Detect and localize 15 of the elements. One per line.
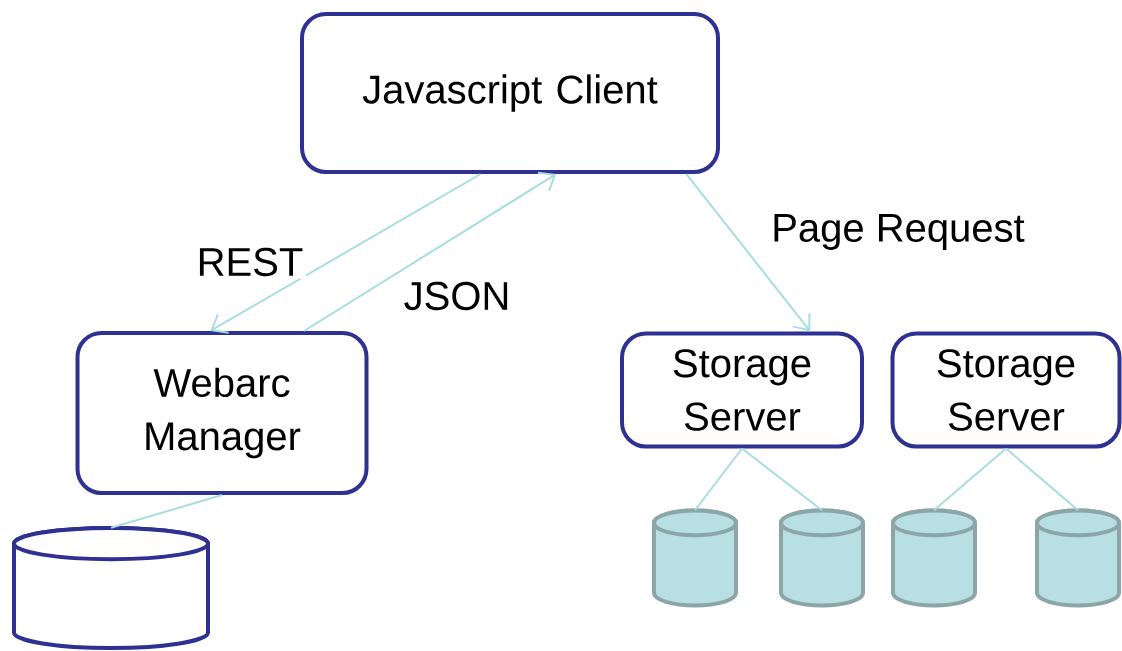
storage-disk <box>1035 508 1121 608</box>
process-box: Storage Server <box>890 331 1122 449</box>
edge-label: REST <box>194 245 306 279</box>
process-box: Javascript Client <box>300 12 720 174</box>
edge-label: Page Request <box>768 211 1028 253</box>
edge-label: JSON <box>401 279 513 313</box>
storage-disk <box>891 508 977 608</box>
arrow <box>303 171 557 332</box>
storage-disk <box>652 508 738 608</box>
arrow <box>210 173 482 334</box>
database-cylinder <box>12 526 210 650</box>
process-box: Webarc Manager <box>75 331 369 495</box>
arrow <box>685 173 811 332</box>
process-box: Storage Server <box>620 331 864 449</box>
storage-disk <box>779 508 865 608</box>
